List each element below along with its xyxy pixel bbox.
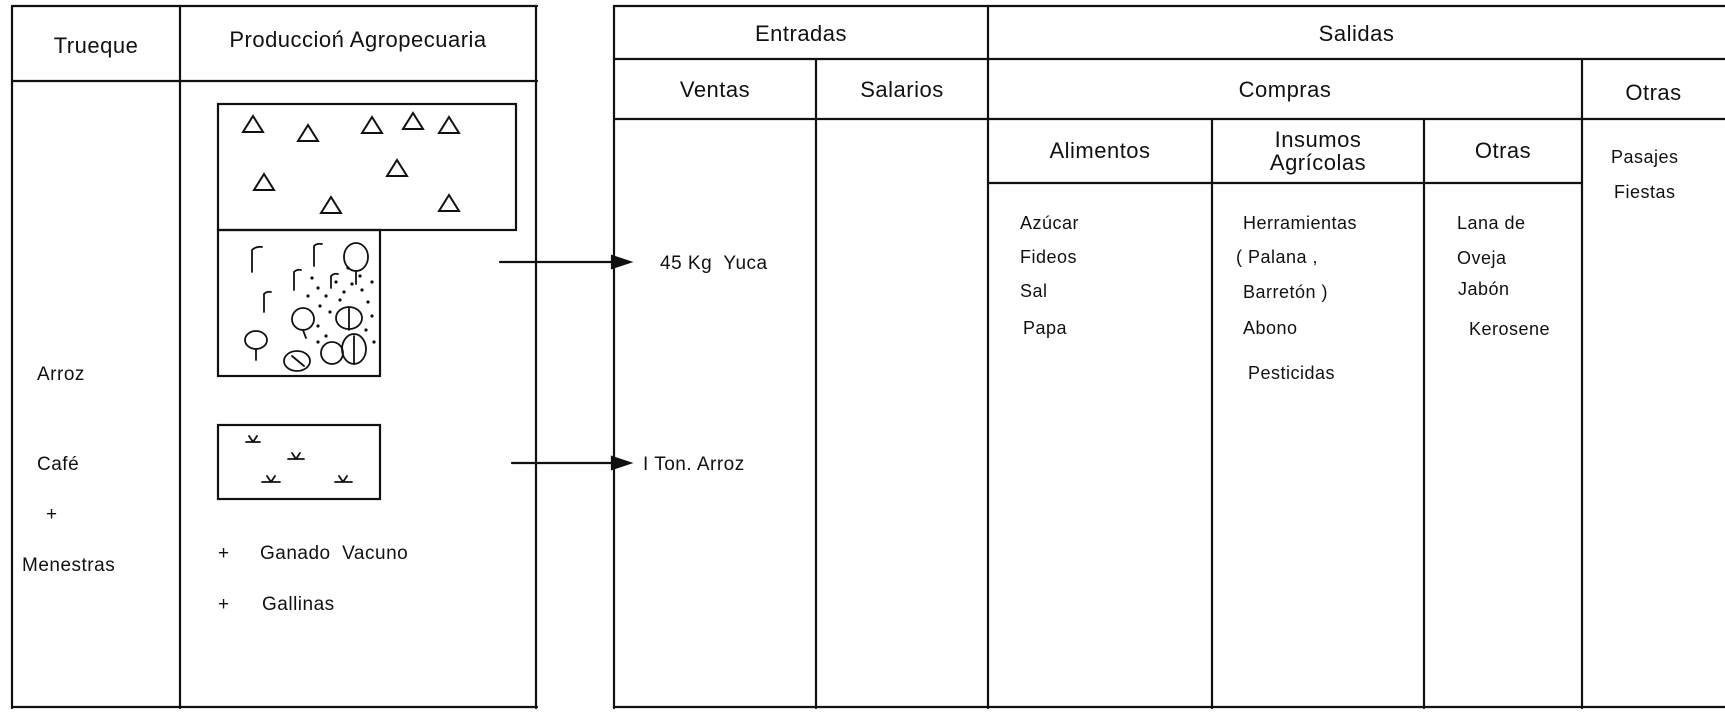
insumos-item: Pesticidas (1248, 363, 1336, 383)
otras-item: Pasajes (1611, 147, 1679, 167)
alimentos-item: Fideos (1020, 247, 1078, 267)
compras-otras-item: Lana de (1457, 213, 1526, 233)
plus-mark: + (46, 504, 58, 525)
seedling-marks (245, 435, 353, 483)
right-table-frame (612, 4, 1725, 710)
trueque-item: Menestras (22, 555, 116, 576)
compras-otras-header: Otras (1474, 138, 1532, 163)
ventas-item: I Ton. Arroz (643, 454, 745, 475)
produccion-header: Produccioń Agropecuaria (229, 27, 487, 52)
salarios-header: Salarios (860, 77, 944, 102)
insumos-item: Herramientas (1243, 213, 1358, 233)
trueque-item: Café (37, 454, 80, 475)
trueque-item: Arroz (37, 364, 85, 385)
alimentos-item: Azúcar (1020, 213, 1080, 233)
trueque-header: Trueque (53, 33, 139, 58)
triangle-marks (241, 111, 461, 214)
compras-header: Compras (1238, 77, 1332, 102)
alimentos-header: Alimentos (1049, 138, 1151, 163)
compras-otras-item: Jabón (1458, 279, 1510, 299)
livestock-item: Ganado Vacuno (260, 543, 409, 564)
plus-mark: + (218, 543, 230, 564)
seed-dots (306, 266, 376, 344)
insumos-item: ( Palana , (1236, 247, 1319, 267)
entradas-header: Entradas (754, 21, 848, 46)
alimentos-item: Sal (1020, 281, 1048, 301)
left-table-frame (10, 4, 539, 710)
compras-otras-item: Kerosene (1469, 319, 1551, 339)
plus-mark: + (218, 594, 230, 615)
crop-sketch (244, 242, 369, 372)
insumos-header: Insumos Agrícolas (1269, 127, 1367, 176)
livestock-item: Gallinas (262, 594, 335, 615)
arrow-yuca (498, 254, 634, 270)
otras-item: Fiestas (1614, 182, 1676, 202)
ventas-header: Ventas (679, 77, 751, 102)
compras-otras-item: Oveja (1457, 248, 1507, 268)
otras-header: Otras (1625, 80, 1682, 105)
ventas-item: 45 Kg Yuca (660, 253, 768, 274)
crop-plots (216, 102, 518, 501)
arrow-arroz (510, 455, 634, 471)
insumos-item: Barretón ) (1243, 282, 1329, 302)
insumos-item: Abono (1243, 318, 1298, 338)
alimentos-item: Papa (1023, 318, 1068, 338)
salidas-header: Salidas (1318, 21, 1395, 46)
